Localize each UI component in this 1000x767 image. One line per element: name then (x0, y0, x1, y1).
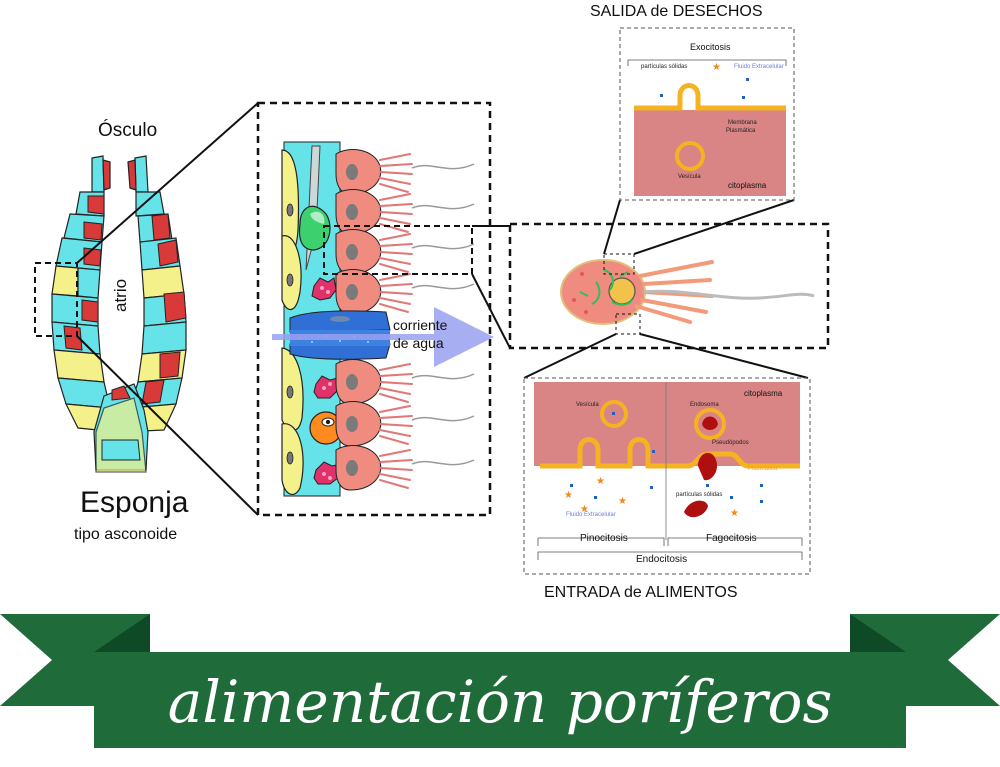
endo-endocitosis: Endocitosis (636, 554, 687, 565)
orange-egg-cell (309, 411, 343, 445)
sponge-zoom-box (34, 262, 78, 337)
svg-text:★: ★ (596, 476, 605, 487)
endo-pseudopodos: Pseudópodos (712, 440, 749, 446)
endo-citoplasma: citoplasma (744, 389, 783, 398)
choanocyte (335, 189, 382, 235)
banner-center (94, 652, 906, 748)
tipo-label: tipo asconoide (74, 526, 177, 543)
banner-title: alimentación poríferos (168, 668, 833, 736)
endo-plasmatica: Plasmática (748, 466, 778, 472)
endo-pinocitosis: Pinocitosis (580, 533, 628, 544)
svg-text:★: ★ (580, 504, 589, 515)
svg-text:★: ★ (730, 508, 739, 519)
wall-cross-section: corriente de agua (256, 101, 494, 517)
choanocyte (335, 269, 382, 315)
choanocyte-zoom-box (323, 225, 473, 275)
exo-citoplasma: citoplasma (728, 181, 767, 190)
de-agua-label: de agua (393, 335, 444, 351)
sponge-left-wall (51, 155, 119, 433)
membrane-zoom-box-top (603, 253, 635, 275)
process-connectors (523, 199, 809, 379)
enlarged-choanocyte (508, 222, 830, 350)
entrada-label: ENTRADA de ALIMENTOS (544, 584, 738, 601)
salida-label: SALIDA de DESECHOS (590, 3, 763, 20)
sponge-right-red-cells (141, 213, 187, 405)
endo-stars: ★ ★ ★ ★ ★ (564, 476, 739, 519)
choanocyte (335, 149, 382, 195)
title-banner: alimentación poríferos (0, 614, 1000, 748)
endo-fagocitosis: Fagocitosis (706, 533, 757, 544)
collars-and-flagella (379, 153, 413, 489)
endo-particulas: partículas sólidas (676, 492, 722, 498)
exo-vesicula: Vesícula (678, 174, 701, 180)
sponge-illustration (34, 155, 187, 473)
exocitosis-panel: Exocitosis partículas sólidas Fluido Ext… (619, 27, 795, 201)
exocitosis-title: Exocitosis (690, 42, 731, 52)
exo-membrana-2: Plasmática (726, 128, 756, 134)
exo-fluido: Fluido Extracelular (734, 64, 784, 70)
exo-star: ★ (712, 62, 721, 73)
endo-fluido: Fluido Extracelular (566, 512, 616, 518)
sponge-left-red-cells (63, 195, 105, 351)
membrane-zoom-box-bottom (615, 313, 641, 335)
choanocyte (335, 229, 382, 275)
exo-particulas: partículas sólidas (641, 64, 687, 70)
choanocytes (335, 149, 382, 491)
svg-text:★: ★ (618, 496, 627, 507)
endocitosis-panel: Vesícula Endosoma citoplasma Pseudópodos… (523, 377, 811, 575)
amoebocytes (311, 277, 341, 485)
choanocyte (335, 445, 382, 491)
svg-text:★: ★ (564, 490, 573, 501)
esponja-label: Esponja (80, 486, 189, 519)
osculo-label: Ósculo (98, 119, 157, 141)
endo-vesicula: Vesícula (576, 402, 599, 408)
corriente-label: corriente (393, 317, 448, 333)
zoom-connectors (76, 102, 259, 516)
choanocyte (335, 359, 382, 405)
exo-membrana-1: Membrana (728, 120, 757, 126)
atrio-label: atrio (111, 279, 130, 312)
choanocyte (335, 401, 382, 447)
choanocyte-connectors (471, 225, 511, 349)
endo-endosoma: Endosoma (690, 402, 719, 408)
